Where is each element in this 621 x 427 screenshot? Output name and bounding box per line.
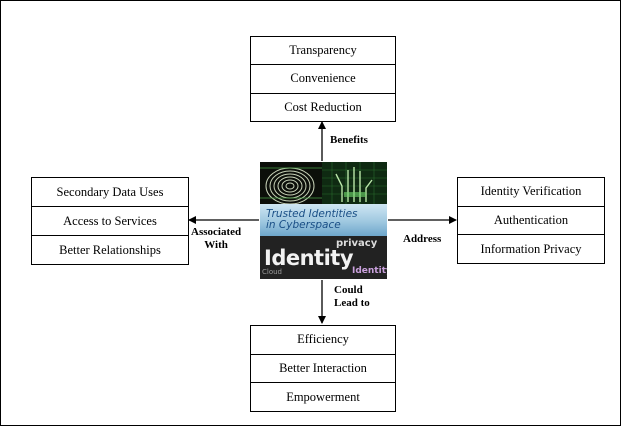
associated-box: Secondary Data Uses Access to Services B…	[31, 177, 189, 265]
associated-item: Access to Services	[32, 206, 188, 235]
cloud-word: Identity	[352, 266, 387, 276]
lead-to-box: Efficiency Better Interaction Empowermen…	[250, 325, 396, 412]
address-box: Identity Verification Authentication Inf…	[457, 177, 605, 264]
fingerprint-image	[260, 162, 322, 204]
associated-item: Secondary Data Uses	[56, 184, 164, 199]
banner-text-line: in Cyberspace	[266, 219, 341, 231]
cloud-word: Identity	[264, 246, 354, 270]
lead-to-label-line: Lead to	[334, 297, 370, 309]
lead-item: Efficiency	[297, 332, 349, 347]
could-label-line: Could	[334, 284, 363, 296]
with-label-line: With	[204, 239, 228, 251]
benefit-item: Convenience	[251, 64, 395, 92]
benefits-label: Benefits	[330, 134, 368, 146]
fingerprint-icon	[260, 167, 322, 204]
lead-item: Empowerment	[251, 382, 395, 411]
associated-item: Better Relationships	[32, 235, 188, 264]
cloud-word: Cloud	[262, 268, 282, 276]
banner-text-line: Trusted Identities	[266, 208, 358, 220]
address-item: Identity Verification	[480, 184, 582, 199]
address-label: Address	[403, 233, 442, 245]
cloud-word: privacy	[336, 238, 378, 249]
banner-image: Trusted Identities in Cyberspace	[260, 204, 387, 236]
benefits-box: Transparency Convenience Cost Reduction	[250, 36, 396, 122]
benefit-item: Cost Reduction	[251, 92, 395, 121]
associated-with-label: Associated With	[191, 226, 241, 252]
word-cloud-image: privacy Identity Cloud Identity	[260, 236, 387, 279]
hand-scan-image	[322, 162, 387, 204]
associated-label-line: Associated	[191, 226, 242, 238]
hand-scan-icon	[322, 162, 387, 204]
could-lead-to-label: Could Lead to	[334, 284, 370, 310]
benefit-item: Transparency	[289, 43, 357, 58]
trusted-identities-collage: Trusted Identities in Cyberspace privacy…	[260, 162, 387, 279]
address-item: Information Privacy	[458, 234, 604, 263]
lead-item: Better Interaction	[251, 353, 395, 383]
address-item: Authentication	[458, 205, 604, 235]
